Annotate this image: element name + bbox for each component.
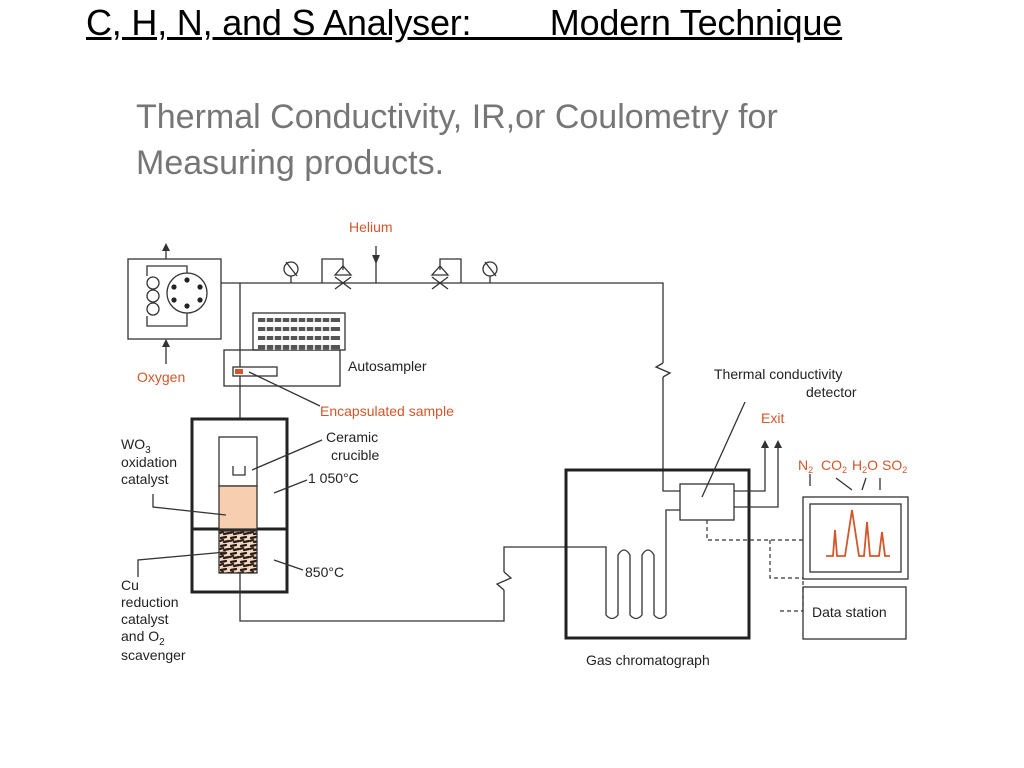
gas-chromatograph	[564, 401, 804, 640]
ceramic-crucible	[232, 466, 246, 476]
wo3-catalyst-zone	[218, 485, 258, 530]
helium-line	[221, 246, 680, 492]
subtitle-line-2: Measuring products.	[136, 144, 445, 182]
sample-slot	[232, 366, 278, 377]
label-reduction: reduction	[121, 594, 179, 610]
sample-tray	[252, 312, 346, 351]
and-o-text: and O	[121, 628, 159, 644]
gc-inlet-line	[503, 546, 607, 572]
label-and-o2: and O2	[121, 628, 165, 648]
h-text: H	[852, 457, 862, 473]
o-text: O	[867, 457, 878, 473]
label-gas-chromatograph: Gas chromatograph	[586, 652, 710, 668]
label-data-station: Data station	[812, 604, 887, 620]
label-thermal-conductivity: Thermal conductivity	[714, 366, 842, 382]
wo3-text: WO	[121, 436, 145, 452]
valve-ports	[171, 277, 203, 309]
peak-label-co2: CO2	[821, 457, 847, 475]
peak-label-so2: SO2	[882, 457, 907, 475]
oxygen-valve-assembly	[127, 243, 222, 364]
gc-column-coil-icon	[605, 509, 680, 620]
label-temp-850: 850°C	[305, 564, 344, 580]
n2-subscript: 2	[808, 465, 813, 475]
label-oxidation: oxidation	[121, 454, 177, 470]
data-station-box	[802, 586, 907, 640]
combustion-tube	[218, 436, 258, 487]
o2-subscript: 2	[159, 637, 165, 648]
label-oxygen: Oxygen	[137, 369, 185, 385]
pressure-gauge-icon	[482, 261, 498, 283]
label-wo3: WO3	[121, 436, 151, 456]
label-scavenger: scavenger	[121, 647, 186, 663]
label-temp-1050: 1 050°C	[308, 470, 359, 486]
leader-lines	[137, 371, 323, 577]
display-monitor	[802, 496, 909, 580]
co2-subscript: 2	[842, 465, 847, 475]
pressure-gauge-icon	[283, 261, 299, 283]
subtitle-line-1: Thermal Conductivity, IR,or Coulometry f…	[136, 98, 778, 136]
peaks-trace	[826, 509, 890, 557]
flow-regulator-icon	[430, 258, 462, 290]
coil-icon	[146, 265, 188, 327]
so-text: SO	[882, 457, 902, 473]
tcd-cell	[679, 483, 735, 521]
encapsulated-sample	[235, 369, 243, 374]
autosampler	[223, 283, 346, 419]
n-text: N	[798, 457, 808, 473]
label-encapsulated-sample: Encapsulated sample	[320, 403, 454, 419]
slide-title: C, H, N, and S Analyser: Modern Techniqu…	[86, 2, 843, 43]
co-text: CO	[821, 457, 842, 473]
label-crucible: crucible	[331, 447, 379, 463]
label-catalyst: catalyst	[121, 471, 169, 487]
wo3-subscript: 3	[145, 445, 151, 456]
label-autosampler: Autosampler	[348, 358, 427, 374]
peak-label-n2: N2	[798, 457, 813, 475]
peak-label-h2o: H2O	[852, 457, 878, 475]
so2-subscript: 2	[902, 465, 907, 475]
label-cu: Cu	[121, 577, 139, 593]
valve-box	[127, 258, 222, 340]
autosampler-body	[223, 349, 341, 387]
h2-subscript: 2	[862, 465, 867, 475]
chromatogram-display	[802, 474, 909, 580]
label-exit: Exit	[761, 410, 784, 426]
label-helium: Helium	[349, 219, 393, 235]
label-catalyst-2: catalyst	[121, 611, 169, 627]
gc-oven	[564, 468, 751, 640]
label-ceramic: Ceramic	[326, 429, 378, 445]
label-detector: detector	[806, 384, 857, 400]
flow-regulator-icon	[321, 258, 353, 290]
transfer-line-break	[495, 571, 513, 591]
slide-subtitle: Thermal Conductivity, IR,or Coulometry f…	[136, 94, 936, 186]
